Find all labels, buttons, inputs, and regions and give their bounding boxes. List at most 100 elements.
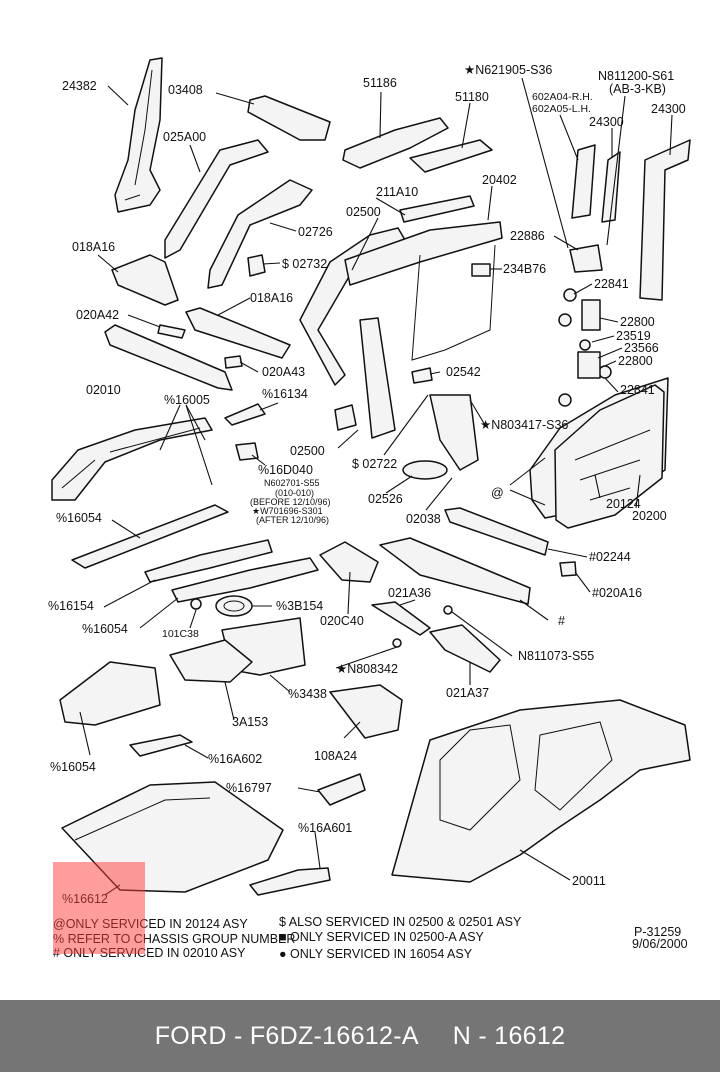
label-025a00: 025A00 bbox=[163, 130, 206, 144]
part-234b76 bbox=[471, 263, 491, 277]
label-02526: 02526 bbox=[368, 492, 403, 506]
part-16a601 bbox=[249, 867, 331, 896]
label-20402: 20402 bbox=[482, 173, 517, 187]
label-22800a: 22800 bbox=[620, 315, 655, 329]
part-02542 bbox=[411, 367, 433, 384]
label-23566: 23566 bbox=[624, 341, 659, 355]
part-hinge bbox=[577, 299, 601, 379]
note-right-3: ● ONLY SERVICED IN 16054 ASY bbox=[279, 947, 473, 961]
label-02732: $ 02732 bbox=[282, 257, 327, 271]
footer-base-number: N - 16612 bbox=[452, 1021, 566, 1050]
label-16154: %16154 bbox=[48, 599, 94, 613]
part-02722 bbox=[334, 404, 357, 431]
label-24300a: 24300 bbox=[589, 115, 624, 129]
part-22886 bbox=[569, 244, 603, 273]
label-018a16a: 018A16 bbox=[72, 240, 115, 254]
part-16154 bbox=[144, 539, 273, 583]
part-20011-door-openings bbox=[439, 721, 613, 831]
label-16797: %16797 bbox=[226, 781, 272, 795]
label-101c38: 101C38 bbox=[162, 628, 199, 640]
label-n808342: ★N808342 bbox=[336, 662, 398, 676]
part-3a153 bbox=[169, 639, 253, 683]
label-n811200: N811200-S61 bbox=[598, 69, 674, 83]
part-02244 bbox=[444, 507, 549, 556]
part-021a36 bbox=[371, 601, 431, 636]
part-211a10 bbox=[399, 195, 475, 223]
label-02010: 02010 bbox=[86, 383, 121, 397]
label-16a601: %16A601 bbox=[298, 821, 352, 835]
label-ab3kb: (AB-3-KB) bbox=[609, 82, 666, 96]
label-24300b: 24300 bbox=[651, 102, 686, 116]
label-16134: %16134 bbox=[262, 387, 308, 401]
part-020a42 bbox=[157, 324, 186, 339]
part-20011 bbox=[391, 699, 691, 883]
label-021a37: 021A37 bbox=[446, 686, 489, 700]
part-20402 bbox=[344, 221, 503, 286]
label-16005: %16005 bbox=[164, 393, 210, 407]
bolt-n811073 bbox=[443, 605, 453, 615]
legend-notes: @ONLY SERVICED IN 20124 ASY % REFER TO C… bbox=[53, 915, 688, 961]
part-020c40 bbox=[319, 541, 379, 583]
label-03408: 03408 bbox=[168, 83, 203, 97]
label-02542: 02542 bbox=[446, 365, 481, 379]
label-w701696b: (AFTER 12/10/96) bbox=[256, 515, 329, 525]
bolt-n808342 bbox=[392, 638, 402, 648]
bolt-n803417 bbox=[558, 393, 572, 407]
label-20124: 20124 bbox=[606, 497, 641, 511]
label-n803417: ★N803417-S36 bbox=[480, 418, 568, 432]
part-018a16-lower bbox=[185, 307, 291, 359]
label-n602701b: (010-010) bbox=[275, 488, 314, 498]
part-3b154-inner bbox=[223, 600, 245, 612]
part-51186 bbox=[342, 117, 449, 169]
part-20200-detail bbox=[574, 429, 651, 501]
label-3b154: %3B154 bbox=[276, 599, 323, 613]
part-16054-splash bbox=[59, 661, 161, 726]
part-20200 bbox=[554, 384, 665, 529]
part-021a37 bbox=[429, 624, 501, 673]
drawing-ref: P-31259 bbox=[634, 925, 681, 939]
bolt-23519 bbox=[579, 339, 591, 351]
part-16797 bbox=[317, 773, 366, 806]
label-021a36: 021A36 bbox=[388, 586, 431, 600]
label-22800b: 22800 bbox=[618, 354, 653, 368]
note-right-2: ■ ONLY SERVICED IN 02500-A ASY bbox=[279, 930, 485, 944]
label-51186: 51186 bbox=[363, 76, 397, 90]
exploded-parts-diagram: 24382 03408 51186 ★N621905-S36 N811200-S… bbox=[48, 57, 691, 961]
label-16054b: %16054 bbox=[82, 622, 128, 636]
part-018a16-upper bbox=[111, 254, 179, 306]
label-602a04: 602A04-R.H. bbox=[532, 91, 593, 103]
label-02038: 02038 bbox=[406, 512, 441, 526]
label-hash: # bbox=[558, 614, 565, 628]
label-22841a: 22841 bbox=[594, 277, 629, 291]
label-020c40: 020C40 bbox=[320, 614, 364, 628]
label-211a10: 211A10 bbox=[376, 185, 418, 199]
label-n602701: N602701-S55 bbox=[264, 478, 320, 488]
part-02526 bbox=[402, 460, 448, 480]
label-3438: %3438 bbox=[288, 687, 327, 701]
part-02732 bbox=[247, 254, 266, 277]
part-101c38 bbox=[190, 598, 202, 610]
label-602a05: 602A05-L.H. bbox=[532, 103, 591, 115]
label-018a16b: 018A16 bbox=[250, 291, 293, 305]
label-16a602: %16A602 bbox=[208, 752, 262, 766]
label-16d040: %16D040 bbox=[258, 463, 313, 477]
label-3a153: 3A153 bbox=[232, 715, 268, 729]
label-w701696: ★W701696-S301 bbox=[252, 506, 323, 516]
leader-lines bbox=[79, 77, 673, 896]
label-020a42: 020A42 bbox=[76, 308, 119, 322]
part-16005-detail bbox=[61, 427, 201, 489]
part-02010 bbox=[104, 324, 233, 391]
part-labels: 24382 03408 51186 ★N621905-S36 N811200-S… bbox=[48, 63, 686, 906]
label-20200: 20200 bbox=[632, 509, 667, 523]
part-03408 bbox=[247, 95, 331, 141]
highlight-overlay bbox=[53, 862, 145, 954]
label-n602701c: (BEFORE 12/10/96) bbox=[250, 497, 331, 507]
part-02038 bbox=[429, 394, 479, 471]
label-02500a: 02500 bbox=[346, 205, 381, 219]
part-16a602 bbox=[129, 734, 193, 757]
part-020a43 bbox=[224, 355, 243, 369]
label-02500b: 02500 bbox=[290, 444, 325, 458]
part-number-footer: FORD - F6DZ-16612-A N - 16612 bbox=[0, 1000, 720, 1072]
label-234b76: 234B76 bbox=[503, 262, 546, 276]
part-108a24 bbox=[329, 684, 403, 739]
